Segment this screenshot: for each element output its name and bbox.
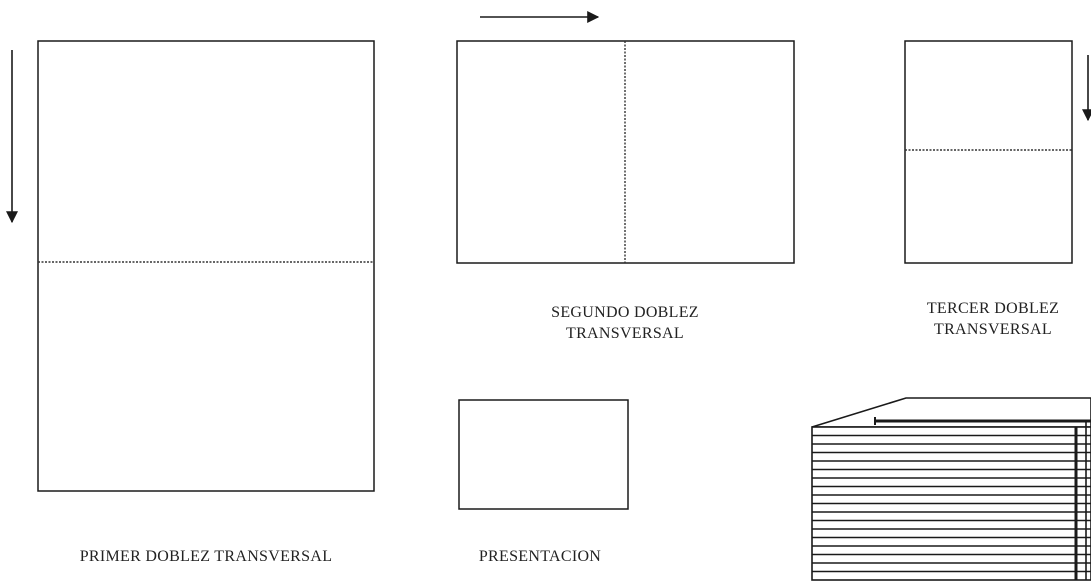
primer-doblez-step <box>6 40 375 492</box>
paper-stack <box>811 397 1091 581</box>
presentacion-step <box>458 399 629 510</box>
primer-label-text: PRIMER DOBLEZ TRANSVERSAL <box>79 548 333 565</box>
segundo-label-line-2: TRANSVERSAL <box>566 325 684 342</box>
segundo-label-line-1: SEGUNDO DOBLEZ <box>551 304 699 321</box>
segundo-doblez-step <box>456 11 795 264</box>
presentacion-label: PRESENTACION <box>440 546 640 567</box>
tercer-doblez-step <box>904 40 1091 264</box>
stack-sheet-lines <box>812 434 1091 573</box>
presentacion-label-text: PRESENTACION <box>478 548 602 565</box>
stack-top-face <box>811 397 1091 428</box>
presentacion-sheet <box>458 399 629 510</box>
primer-sheet <box>37 40 375 492</box>
tercer-label-line-2: TRANSVERSAL <box>934 321 1052 338</box>
tercer-label: TERCER DOBLEZ TRANSVERSAL <box>905 298 1081 340</box>
tercer-label-line-1: TERCER DOBLEZ <box>926 300 1060 317</box>
segundo-label: SEGUNDO DOBLEZ TRANSVERSAL <box>500 302 750 344</box>
tercer-sheet <box>904 40 1073 264</box>
primer-label: PRIMER DOBLEZ TRANSVERSAL <box>28 546 384 567</box>
